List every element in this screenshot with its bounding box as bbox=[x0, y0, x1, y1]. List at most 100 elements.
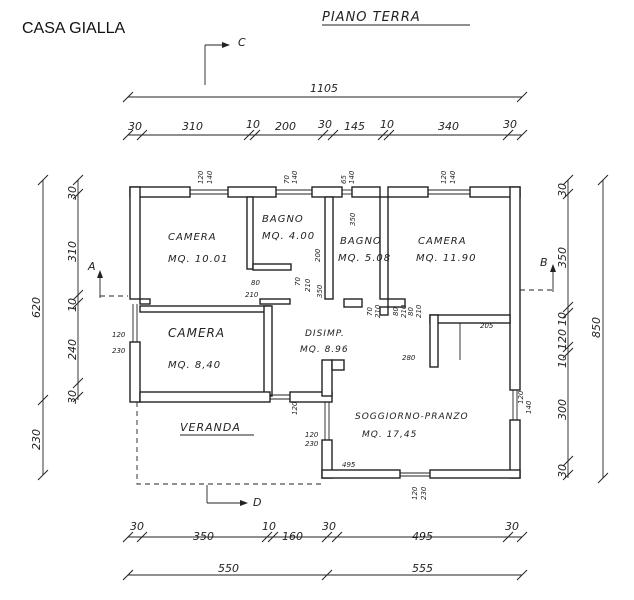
svg-text:30: 30 bbox=[322, 520, 336, 533]
dim-bottom-partial: 30 350 10 160 30 495 30 bbox=[122, 520, 528, 543]
plan-title: CASA GIALLA bbox=[22, 20, 125, 37]
dim-top-partial: 30 310 10 200 30 145 10 340 30 bbox=[122, 118, 528, 141]
room-disimp: DISIMP. MQ. 8.96 bbox=[300, 329, 349, 355]
svg-text:MQ. 8,40: MQ. 8,40 bbox=[168, 360, 221, 371]
svg-text:210: 210 bbox=[304, 278, 312, 292]
svg-text:555: 555 bbox=[412, 562, 433, 575]
svg-text:10: 10 bbox=[246, 118, 260, 131]
section-marker-b: B bbox=[520, 256, 556, 292]
svg-text:30: 30 bbox=[318, 118, 332, 131]
svg-text:MQ. 5.08: MQ. 5.08 bbox=[338, 253, 391, 264]
svg-text:70: 70 bbox=[294, 277, 302, 286]
opening-annotations: 120 140 70 140 65 140 120 140 120 230 12… bbox=[112, 170, 533, 500]
svg-text:205: 205 bbox=[480, 322, 494, 330]
veranda-outline bbox=[136, 402, 322, 485]
svg-text:140: 140 bbox=[449, 170, 457, 184]
section-c-label: C bbox=[238, 36, 246, 49]
svg-text:340: 340 bbox=[438, 120, 459, 133]
svg-text:850: 850 bbox=[590, 317, 603, 338]
svg-text:10: 10 bbox=[380, 118, 394, 131]
floor-label: PIANO TERRA bbox=[322, 10, 421, 25]
svg-text:DISIMP.: DISIMP. bbox=[305, 329, 345, 339]
svg-text:MQ. 10.01: MQ. 10.01 bbox=[168, 254, 228, 265]
room-camera-2: CAMERA MQ. 11.90 bbox=[416, 236, 476, 264]
svg-text:CAMERA: CAMERA bbox=[168, 326, 225, 340]
svg-text:280: 280 bbox=[402, 354, 416, 362]
section-b-label: B bbox=[540, 256, 548, 269]
svg-text:140: 140 bbox=[206, 170, 214, 184]
svg-text:30: 30 bbox=[505, 520, 519, 533]
svg-text:120: 120 bbox=[411, 486, 419, 500]
window-marks bbox=[132, 189, 518, 477]
svg-text:120: 120 bbox=[556, 329, 569, 350]
svg-text:120: 120 bbox=[517, 390, 525, 404]
walls bbox=[129, 186, 521, 479]
svg-text:300: 300 bbox=[556, 399, 569, 420]
svg-text:30: 30 bbox=[66, 186, 79, 200]
room-camera-1: CAMERA MQ. 10.01 bbox=[168, 232, 228, 265]
room-veranda: VERANDA bbox=[180, 421, 254, 436]
svg-text:230: 230 bbox=[112, 347, 126, 355]
room-bagno-2: BAGNO MQ. 5.08 bbox=[338, 236, 391, 264]
dim-top-overall: 1105 bbox=[122, 82, 528, 103]
svg-text:310: 310 bbox=[182, 120, 203, 133]
svg-text:495: 495 bbox=[412, 530, 433, 543]
svg-text:MQ. 4.00: MQ. 4.00 bbox=[262, 231, 315, 242]
svg-text:30: 30 bbox=[556, 464, 569, 478]
svg-text:10: 10 bbox=[66, 298, 79, 312]
svg-text:MQ. 17,45: MQ. 17,45 bbox=[362, 430, 417, 440]
svg-text:30: 30 bbox=[503, 118, 517, 131]
svg-text:MQ. 11.90: MQ. 11.90 bbox=[416, 253, 476, 264]
svg-text:200: 200 bbox=[275, 120, 296, 133]
svg-text:350: 350 bbox=[316, 284, 324, 298]
room-bagno-1: BAGNO MQ. 4.00 bbox=[262, 214, 315, 242]
section-a-label: A bbox=[87, 260, 96, 273]
svg-text:VERANDA: VERANDA bbox=[180, 421, 241, 434]
svg-text:140: 140 bbox=[291, 170, 299, 184]
svg-text:70: 70 bbox=[366, 307, 374, 316]
svg-text:310: 310 bbox=[66, 241, 79, 262]
svg-text:240: 240 bbox=[66, 339, 79, 360]
svg-text:30: 30 bbox=[128, 120, 142, 133]
svg-text:120: 120 bbox=[440, 170, 448, 184]
dim-right: 30 350 10 120 10 300 30 850 bbox=[556, 174, 609, 484]
dim-bottom-total: 550 555 bbox=[122, 562, 528, 581]
svg-text:10: 10 bbox=[262, 520, 276, 533]
svg-text:80: 80 bbox=[392, 307, 400, 316]
section-marker-c: C bbox=[204, 36, 246, 85]
svg-text:10: 10 bbox=[556, 354, 569, 368]
section-d-label: D bbox=[253, 496, 261, 509]
svg-text:MQ. 8.96: MQ. 8.96 bbox=[300, 345, 349, 355]
svg-text:550: 550 bbox=[218, 562, 239, 575]
svg-text:120: 120 bbox=[197, 170, 205, 184]
svg-text:CAMERA: CAMERA bbox=[418, 236, 467, 247]
svg-text:80: 80 bbox=[251, 279, 260, 287]
svg-text:1105: 1105 bbox=[310, 82, 338, 95]
svg-text:SOGGIORNO-PRANZO: SOGGIORNO-PRANZO bbox=[355, 412, 469, 422]
svg-text:10: 10 bbox=[556, 312, 569, 326]
svg-text:120: 120 bbox=[112, 331, 126, 339]
svg-text:120: 120 bbox=[291, 401, 299, 415]
svg-text:BAGNO: BAGNO bbox=[262, 214, 304, 225]
svg-text:70: 70 bbox=[283, 175, 291, 184]
svg-text:140: 140 bbox=[348, 170, 356, 184]
section-marker-d: D bbox=[206, 485, 261, 509]
svg-text:200: 200 bbox=[314, 248, 322, 262]
svg-text:30: 30 bbox=[66, 390, 79, 404]
svg-text:230: 230 bbox=[30, 429, 43, 450]
svg-text:230: 230 bbox=[305, 440, 319, 448]
svg-text:350: 350 bbox=[349, 212, 357, 226]
svg-text:CAMERA: CAMERA bbox=[168, 232, 217, 243]
svg-text:80: 80 bbox=[407, 307, 415, 316]
svg-text:210: 210 bbox=[245, 291, 259, 299]
svg-text:145: 145 bbox=[344, 120, 365, 133]
svg-text:140: 140 bbox=[525, 400, 533, 414]
svg-text:65: 65 bbox=[340, 175, 348, 184]
room-camera-3: CAMERA MQ. 8,40 bbox=[168, 326, 225, 371]
svg-text:210: 210 bbox=[374, 304, 382, 318]
svg-text:120: 120 bbox=[305, 431, 319, 439]
svg-text:210: 210 bbox=[400, 304, 408, 318]
room-soggiorno: SOGGIORNO-PRANZO MQ. 17,45 bbox=[355, 412, 469, 440]
dim-left: 620 230 30 310 10 240 30 bbox=[30, 174, 84, 481]
